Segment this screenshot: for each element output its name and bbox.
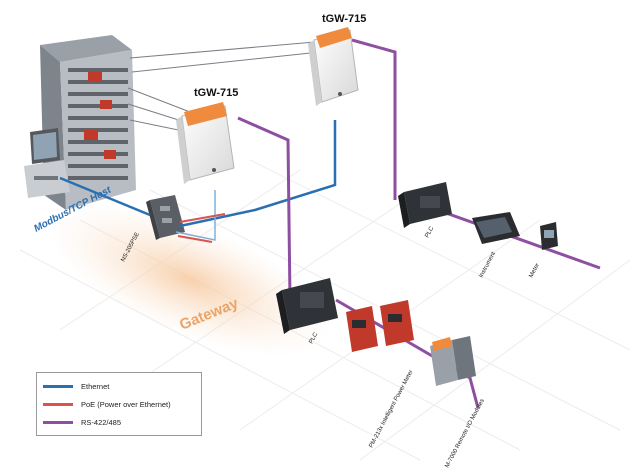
- poe-links: [177, 213, 226, 243]
- legend-item-ethernet: Ethernet: [43, 379, 109, 393]
- instrument-icon: [472, 212, 520, 244]
- plc-bottom-icon: [276, 278, 338, 334]
- switch-icon: [146, 195, 185, 240]
- legend-label-rs485: RS-422/485: [81, 417, 122, 427]
- legend-swatch-ethernet: [43, 384, 73, 388]
- ethernet-links: [59, 120, 337, 228]
- gateway-device-top-icon: [308, 27, 359, 106]
- legend-swatch-rs485: [43, 420, 73, 424]
- power-meter-icon: [346, 300, 414, 352]
- plc-right-label: PLC: [424, 225, 435, 239]
- legend-item-poe: PoE (Power over Ethernet): [43, 397, 171, 411]
- gateway-device-mid-icon: [176, 102, 235, 184]
- plc-bottom-label: PLC: [308, 331, 319, 345]
- device-mid-label: tGW-715: [194, 87, 238, 99]
- meter-icon: [540, 222, 558, 250]
- ethernet-links-2: [175, 190, 216, 241]
- legend-label-ethernet: Ethernet: [81, 381, 110, 391]
- device-top-label: tGW-715: [322, 13, 366, 25]
- legend-label-poe: PoE (Power over Ethernet): [81, 399, 171, 409]
- computer-icon: [24, 128, 70, 198]
- legend-swatch-poe: [43, 402, 73, 406]
- legend-item-rs485: RS-422/485: [43, 415, 121, 429]
- rs485-links: [237, 38, 601, 409]
- io-modules-label: M-7000 Remote I/O Modules: [444, 398, 485, 469]
- gateway-glow: [49, 204, 331, 356]
- meter-label: Meter: [528, 263, 541, 279]
- io-modules-icon: [430, 336, 476, 386]
- host-links: [127, 41, 321, 133]
- instrument-label: Instrument: [478, 251, 497, 279]
- legend: Ethernet PoE (Power over Ethernet) RS-42…: [36, 372, 202, 436]
- plc-right-icon: [398, 182, 452, 228]
